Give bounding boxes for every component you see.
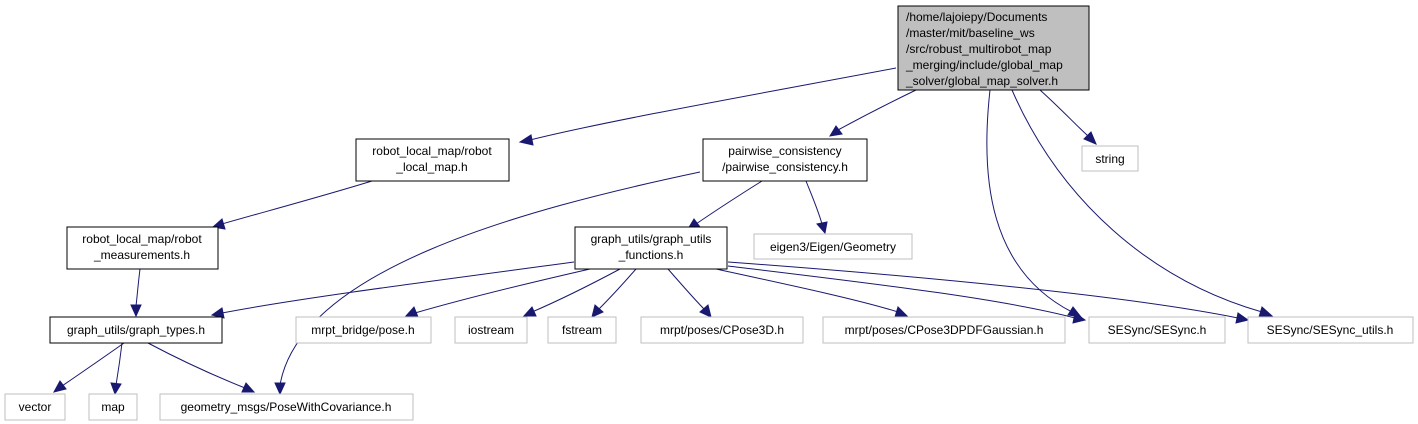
edge-graph-types-to-map <box>115 342 123 386</box>
node-label-line: pairwise_consistency <box>728 144 841 158</box>
edge-graph-utils-functions-to-mrpt-bridge <box>414 268 591 314</box>
arrowhead <box>816 221 828 235</box>
node-map[interactable]: map <box>88 393 138 421</box>
node-robot-local-map[interactable]: robot_local_map/robot _local_map.h <box>355 138 510 182</box>
node-sesync[interactable]: SESync/SESync.h <box>1088 316 1226 344</box>
edge-root-to-pairwise <box>837 89 917 131</box>
edge-root-to-robot-local-map <box>529 67 897 141</box>
node-mrpt-cpose3dpdfgaussian[interactable]: mrpt/poses/CPose3DPDFGaussian.h <box>822 316 1066 344</box>
node-string[interactable]: string <box>1081 145 1139 172</box>
edge-graph-utils-functions-to-sesync-utils <box>727 261 1239 319</box>
node-graph-types[interactable]: graph_utils/graph_types.h <box>49 316 223 344</box>
node-label-line: SESync/SESync.h <box>1108 323 1207 337</box>
node-label-line: _solver/global_map_solver.h <box>905 74 1058 88</box>
arrowhead <box>1083 131 1097 145</box>
arrowhead <box>1258 306 1274 318</box>
node-label-line: SESync/SESync_utils.h <box>1267 323 1394 337</box>
node-label-line: graph_utils/graph_utils <box>591 232 712 246</box>
edge-graph-types-to-vector <box>61 342 125 387</box>
node-label-line: mrpt_bridge/pose.h <box>311 323 414 337</box>
dependency-edges <box>53 67 1274 396</box>
node-label-line: map <box>101 400 125 414</box>
svg-text:_solver/global_map_solver.h: _solver/global_map_solver.h <box>905 74 1058 88</box>
edge-pairwise-to-eigen <box>805 180 823 225</box>
node-label-line: vector <box>19 400 52 414</box>
arrowhead <box>518 134 534 146</box>
arrowhead <box>274 382 286 396</box>
arrowhead <box>522 306 537 317</box>
arrowhead <box>894 306 909 318</box>
node-mrpt-cpose3d[interactable]: mrpt/poses/CPose3D.h <box>640 316 804 344</box>
node-iostream[interactable]: iostream <box>454 316 528 344</box>
node-pairwise-consistency[interactable]: pairwise_consistency /pairwise_consisten… <box>702 138 868 182</box>
node-sesync-utils[interactable]: SESync/SESync_utils.h <box>1247 316 1414 344</box>
node-label-line: fstream <box>562 323 602 337</box>
edge-graph-types-to-geometry-msgs <box>147 342 246 389</box>
node-label-line: _functions.h <box>618 248 684 262</box>
arrowhead <box>404 306 419 318</box>
node-label-line: mrpt/poses/CPose3DPDFGaussian.h <box>845 323 1044 337</box>
edge-graph-utils-functions-to-sesync <box>727 265 1076 319</box>
edge-root-to-string <box>1039 89 1089 137</box>
edge-graph-utils-functions-to-cpose3d <box>667 268 706 311</box>
arrowhead <box>1235 312 1250 324</box>
edge-robot-meas-to-graph-types <box>135 268 141 307</box>
arrowhead <box>241 382 256 393</box>
arrowhead <box>1072 312 1087 324</box>
edge-root-to-sesync <box>986 89 1073 313</box>
node-label-line: robot_local_map/robot <box>372 144 492 158</box>
dependency-nodes: /home/lajoiepy/Documents /master/mit/bas… <box>4 5 1414 421</box>
node-label-line: geometry_msgs/PoseWithCovariance.h <box>181 400 392 414</box>
edge-robot-local-map-to-robot-meas <box>221 180 373 225</box>
node-label-line: graph_utils/graph_types.h <box>67 323 205 337</box>
node-label-line: robot_local_map/robot <box>82 232 202 246</box>
node-label-line: string <box>1095 152 1124 166</box>
node-label-line: /master/mit/baseline_ws <box>906 26 1035 40</box>
node-robot-measurements[interactable]: robot_local_map/robot _measurements.h <box>66 226 219 270</box>
edge-graph-utils-functions-to-cpose3dpdf <box>715 268 899 313</box>
node-label-line: iostream <box>468 323 514 337</box>
svg-text:_merging/include/global_map: _merging/include/global_map <box>905 58 1063 72</box>
node-label-line: _merging/include/global_map <box>905 58 1063 72</box>
node-geometry-msgs-pose-with-covariance[interactable]: geometry_msgs/PoseWithCovariance.h <box>159 393 414 421</box>
node-label-line: _measurements.h <box>93 248 190 262</box>
arrowhead <box>699 304 712 318</box>
node-label-line: eigen3/Eigen/Geometry <box>770 240 896 254</box>
node-label-line: _local_map.h <box>395 160 467 174</box>
node-mrpt-bridge-pose[interactable]: mrpt_bridge/pose.h <box>295 316 432 344</box>
edge-pairwise-to-geometry-msgs <box>279 171 701 386</box>
node-root-global-map-solver[interactable]: /home/lajoiepy/Documents /master/mit/bas… <box>897 5 1090 91</box>
edge-pairwise-to-graph-utils-functions <box>695 180 763 225</box>
arrowhead <box>591 304 604 318</box>
node-label-line: /home/lajoiepy/Documents <box>906 10 1047 24</box>
edge-graph-utils-functions-to-fstream <box>597 268 637 311</box>
svg-text:/home/lajoiepy/Documents: /home/lajoiepy/Documents <box>906 10 1047 24</box>
edge-root-to-sesync-utils <box>1011 89 1263 313</box>
node-vector[interactable]: vector <box>4 393 66 421</box>
node-label-line: /src/robust_multirobot_map <box>906 42 1052 56</box>
svg-text:/src/robust_multirobot_map: /src/robust_multirobot_map <box>906 42 1052 56</box>
node-label-line: /pairwise_consistency.h <box>722 160 848 174</box>
edge-graph-utils-functions-to-graph-types <box>221 261 575 314</box>
svg-text:/master/mit/baseline_ws: /master/mit/baseline_ws <box>906 26 1035 40</box>
node-label-line: mrpt/poses/CPose3D.h <box>660 323 784 337</box>
node-fstream[interactable]: fstream <box>547 316 617 344</box>
arrowhead <box>829 125 843 137</box>
node-eigen-geometry[interactable]: eigen3/Eigen/Geometry <box>753 233 913 260</box>
arrowhead <box>53 380 67 393</box>
arrowhead <box>110 382 122 396</box>
arrowhead <box>130 304 142 318</box>
node-graph-utils-functions[interactable]: graph_utils/graph_utils _functions.h <box>574 226 728 270</box>
edge-graph-utils-functions-to-iostream <box>531 268 621 313</box>
